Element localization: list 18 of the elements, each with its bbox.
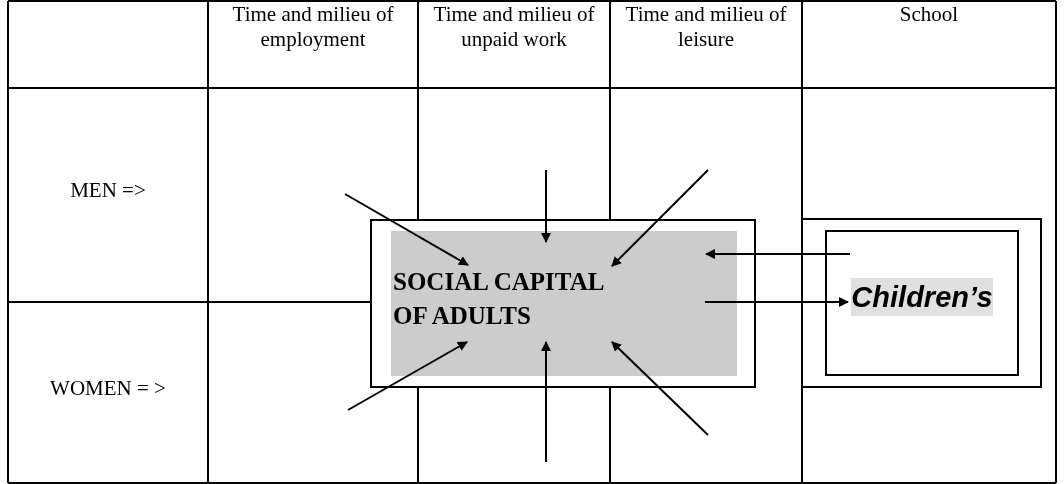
column-header: Time and milieu of unpaid work (433, 2, 595, 51)
arrow (347, 341, 468, 411)
arrow (611, 341, 709, 436)
arrow (705, 249, 851, 259)
column-header: Time and milieu of leisure (625, 2, 787, 51)
process-box (370, 219, 756, 388)
arrow (541, 169, 551, 243)
arrow (541, 341, 551, 463)
row-header: WOMEN = > (50, 376, 166, 400)
node-label: SOCIAL CAPITAL OF ADULTS (393, 267, 605, 331)
column-header: School (899, 2, 959, 26)
node-label: Children’s (851, 278, 993, 316)
arrow (611, 169, 709, 267)
column-header: Time and milieu of employment (232, 2, 394, 51)
process-box (801, 218, 1042, 388)
arrow (344, 193, 469, 266)
row-header: MEN => (70, 178, 146, 202)
arrow (704, 297, 849, 307)
